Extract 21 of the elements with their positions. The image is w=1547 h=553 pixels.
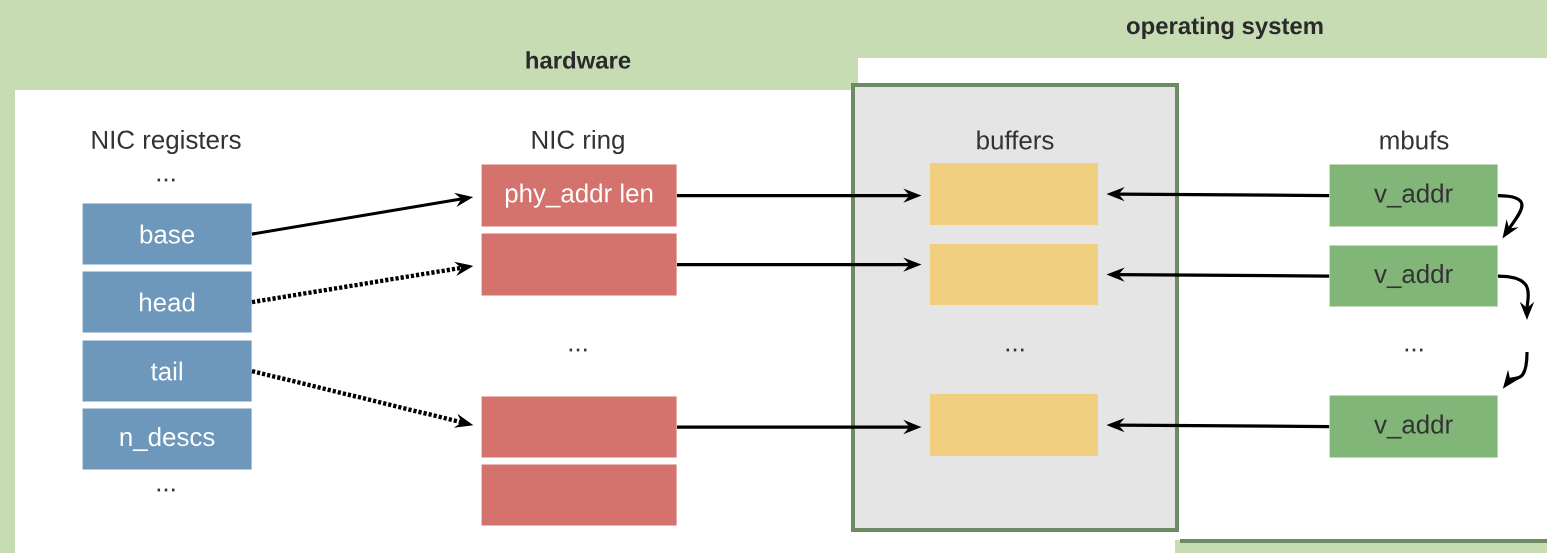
panel-heading: hardware [526, 51, 631, 69]
ellipsis: ... [1006, 348, 1024, 352]
register-box: tail [82, 340, 252, 402]
register-box: n_descs [82, 408, 252, 470]
panel-heading: buffers [977, 130, 1054, 150]
mbuf-box: v_addr [1329, 245, 1498, 307]
ring-slot [481, 233, 677, 296]
mbuf-box: v_addr [1329, 164, 1498, 227]
ring-slot: phy_addr len [481, 164, 677, 227]
ellipsis: ... [569, 348, 587, 352]
column-heading: NIC registers [92, 129, 241, 155]
buffer-slot [930, 163, 1098, 225]
register-box: head [82, 271, 252, 333]
panel-heading: operating system [1126, 16, 1323, 40]
ellipsis: ... [1405, 348, 1423, 352]
ring-slot [481, 396, 677, 458]
buffer-slot [930, 244, 1098, 305]
mbuf-box: v_addr [1329, 395, 1498, 458]
ring-slot [481, 464, 677, 526]
register-box: base [82, 203, 252, 265]
buffer-slot [930, 394, 1098, 456]
